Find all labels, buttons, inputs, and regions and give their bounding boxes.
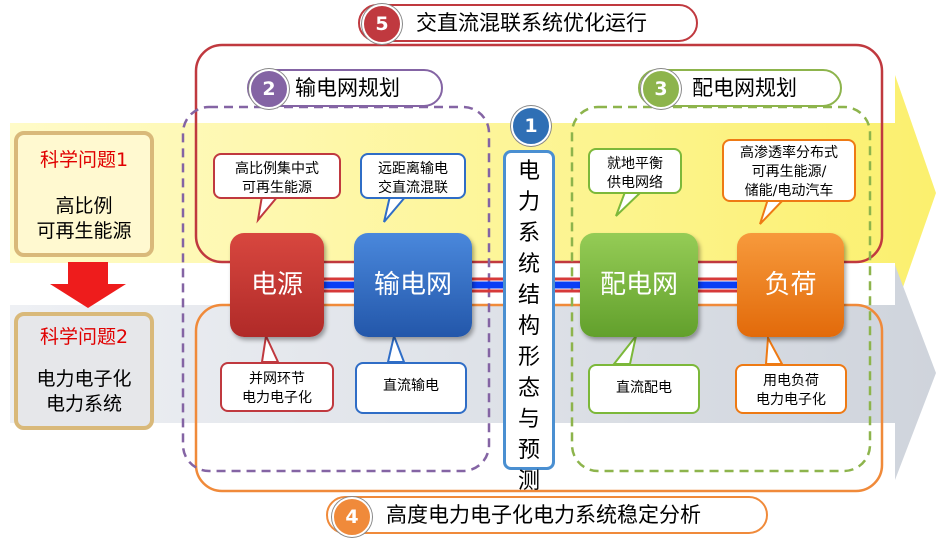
callout-line: 就地平衡 (607, 156, 663, 172)
distribution-bottom-callout: 直流配电 (588, 364, 700, 414)
callout-line: 直流配电 (616, 380, 672, 396)
topic1-vertical-label: 电力系统结构形态与预测 (503, 150, 555, 494)
topic2-frame (181, 105, 491, 473)
callout-line: 电力电子化 (242, 390, 312, 406)
question-2-box: 科学问题2 电力电子化 电力系统 (14, 312, 154, 430)
load-bottom-callout: 用电负荷 电力电子化 (735, 364, 847, 414)
distribution-top-callout: 就地平衡 供电网络 (588, 148, 682, 194)
topic4-label: 高度电力电子化电力系统稳定分析 (386, 503, 701, 527)
callout-line: 用电负荷 (763, 373, 819, 389)
callout-line: 可再生能源/ (751, 164, 827, 180)
topic5-badge: 5 (362, 4, 402, 44)
question-1-box: 科学问题1 高比例 可再生能源 (14, 131, 154, 257)
callout-line: 交直流混联 (378, 180, 448, 196)
topic5-pill: 交直流混联系统优化运行 (358, 4, 698, 42)
source-top-callout: 高比例集中式 可再生能源 (213, 153, 341, 199)
callout-line: 直流输电 (383, 378, 439, 394)
topic4-badge: 4 (332, 497, 372, 537)
question-2-line: 电力系统 (45, 393, 122, 415)
callout-line: 远距离输电 (378, 161, 448, 177)
topic3-label: 配电网规划 (692, 76, 797, 100)
topic1-badge: 1 (511, 106, 551, 146)
question-1-line: 高比例 (55, 195, 113, 217)
source-bottom-callout: 并网环节 电力电子化 (220, 362, 334, 412)
load-top-callout: 高渗透率分布式 可再生能源/ 储能/电动汽车 (722, 139, 856, 202)
load-block: 负荷 (737, 233, 844, 337)
callout-line: 高比例集中式 (235, 161, 319, 177)
topic2-badge: 2 (249, 69, 289, 109)
transmission-bottom-callout: 直流输电 (355, 362, 467, 414)
red-down-arrow (50, 262, 126, 308)
callout-line: 可再生能源 (242, 180, 312, 196)
transmission-top-callout: 远距离输电 交直流混联 (360, 153, 466, 199)
question-2-title: 科学问题2 (39, 326, 129, 348)
callout-line: 储能/电动汽车 (744, 183, 834, 199)
callout-line: 高渗透率分布式 (740, 145, 838, 161)
question-1-line: 可再生能源 (36, 220, 132, 242)
question-2-line: 电力电子化 (36, 368, 132, 390)
topic1-label: 电力系统结构形态与预测 (517, 159, 540, 494)
transmission-block: 输电网 (354, 233, 472, 337)
callout-line: 电力电子化 (756, 392, 826, 408)
topic5-label: 交直流混联系统优化运行 (416, 11, 647, 35)
source-block: 电源 (230, 233, 324, 337)
callout-line: 并网环节 (249, 371, 305, 387)
callout-line: 供电网络 (607, 175, 663, 191)
topic3-badge: 3 (641, 69, 681, 109)
topic4-pill: 高度电力电子化电力系统稳定分析 (326, 496, 768, 534)
topic2-label: 输电网规划 (295, 76, 400, 100)
question-1-title: 科学问题1 (39, 149, 129, 171)
distribution-block: 配电网 (580, 233, 698, 337)
topic3-frame (570, 105, 872, 473)
